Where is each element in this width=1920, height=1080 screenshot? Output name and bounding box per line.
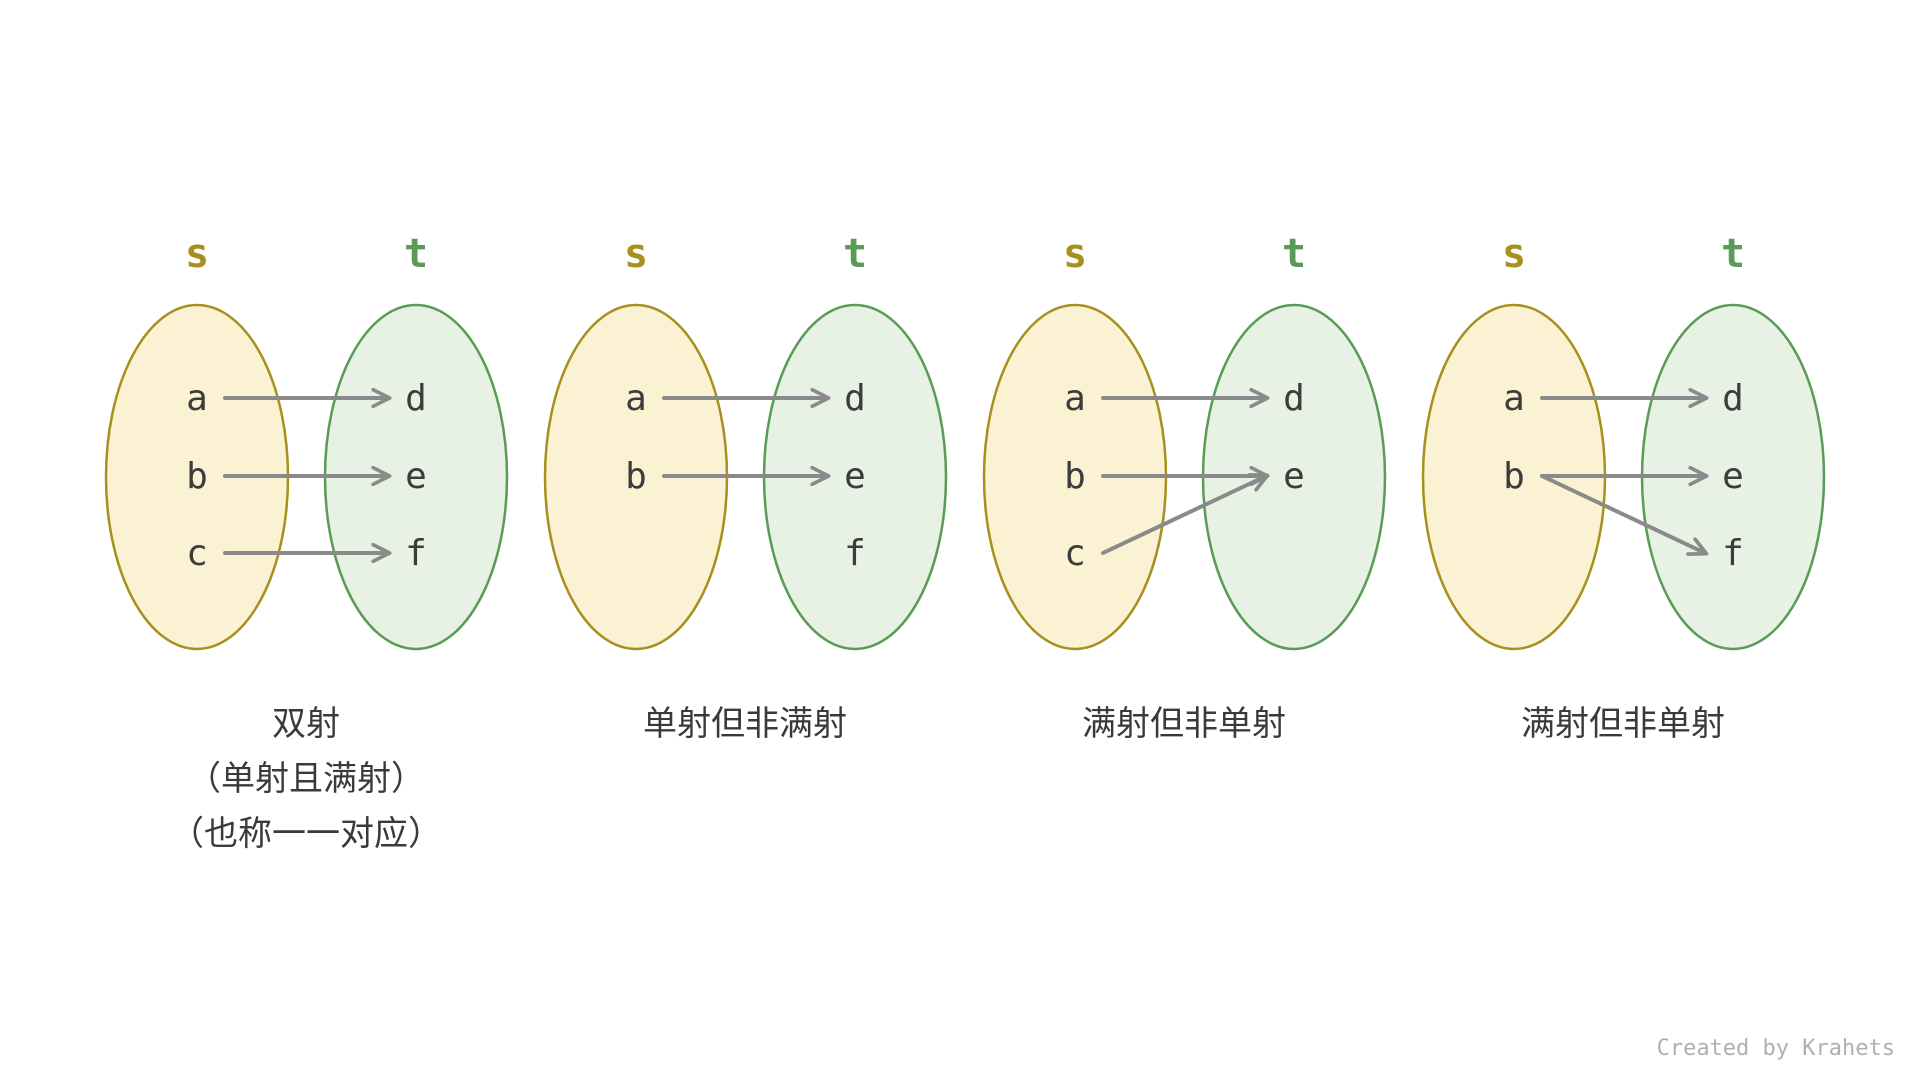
caption-line: （单射且满射）	[187, 759, 425, 799]
credit-text: Created by Krahets	[1657, 1036, 1895, 1061]
source-element: a	[1064, 378, 1086, 419]
panel-1: s t abc def 双射 （单射且满射） （也称一一对应）	[104, 231, 509, 854]
target-set-label: t	[1282, 231, 1306, 277]
source-element: a	[1503, 378, 1525, 419]
mapping-arrow	[1540, 474, 1705, 553]
target-set-label: t	[404, 231, 428, 277]
source-set-label: s	[1063, 231, 1087, 277]
target-element: f	[1722, 533, 1744, 574]
caption-line: 满射但非单射	[1521, 704, 1725, 744]
source-set-label: s	[185, 231, 209, 277]
panel-2: s t ab def 单射但非满射	[543, 231, 948, 744]
source-element: b	[1503, 456, 1525, 497]
target-element: f	[844, 533, 866, 574]
source-element: b	[1064, 456, 1086, 497]
panel-4: s t ab def 满射但非单射	[1421, 231, 1826, 744]
caption-line: 满射但非单射	[1082, 704, 1286, 744]
source-element: c	[186, 533, 208, 574]
caption-line: （也称一一对应）	[170, 814, 442, 854]
target-element: d	[844, 378, 866, 419]
source-element: a	[186, 378, 208, 419]
source-element: b	[625, 456, 647, 497]
panel-3: s t abc de 满射但非单射	[982, 231, 1387, 744]
caption-line: 单射但非满射	[643, 704, 847, 744]
target-element: d	[1283, 378, 1305, 419]
target-element: e	[1283, 456, 1305, 497]
source-element: a	[625, 378, 647, 419]
target-element: f	[405, 533, 427, 574]
target-element: e	[405, 456, 427, 497]
target-element: d	[405, 378, 427, 419]
caption-line: 双射	[272, 704, 340, 744]
source-set-label: s	[1502, 231, 1526, 277]
source-element: c	[1064, 533, 1086, 574]
target-set-label: t	[843, 231, 867, 277]
target-set-label: t	[1721, 231, 1745, 277]
source-element: b	[186, 456, 208, 497]
target-element: d	[1722, 378, 1744, 419]
mapping-arrow	[1101, 476, 1266, 555]
source-set-label: s	[624, 231, 648, 277]
target-element: e	[1722, 456, 1744, 497]
target-element: e	[844, 456, 866, 497]
